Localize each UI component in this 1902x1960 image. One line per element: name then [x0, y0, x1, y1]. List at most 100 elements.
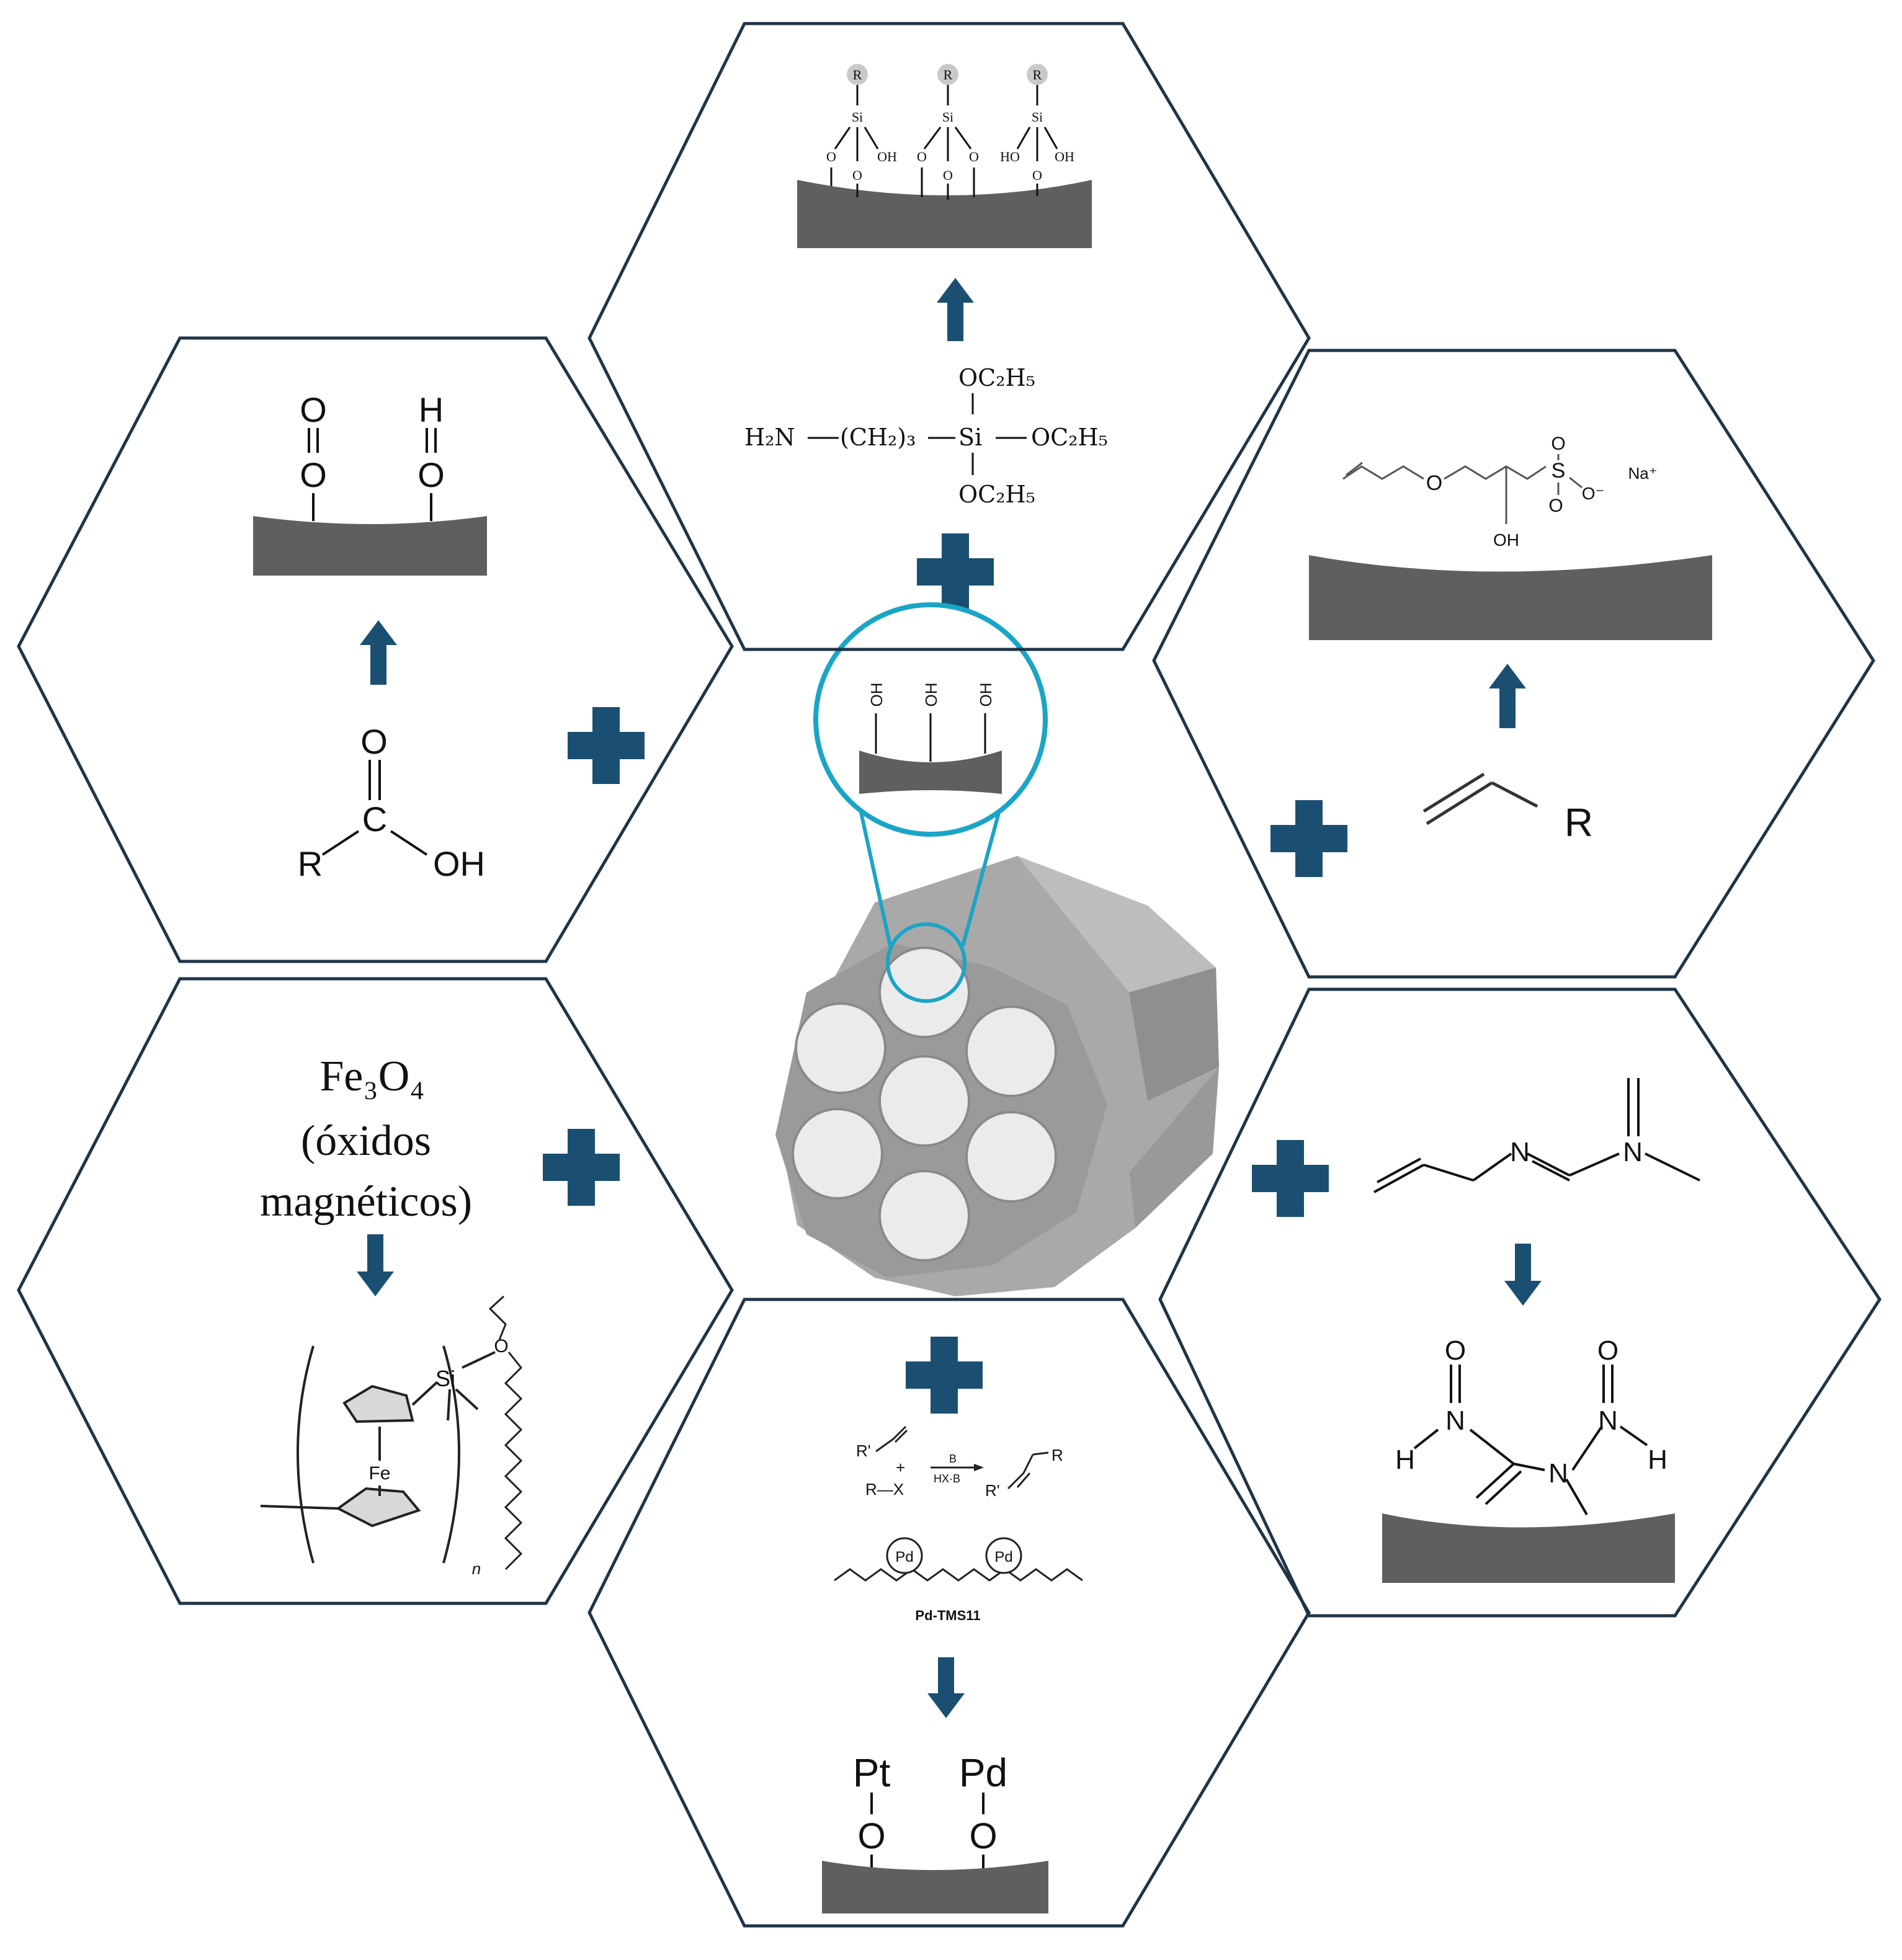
r-prime-product: R' [985, 1481, 1000, 1500]
r-product: R [1051, 1446, 1063, 1464]
silica-surface-bottom [822, 1861, 1048, 1913]
plus-icon [543, 1129, 620, 1206]
pore [965, 1111, 1057, 1203]
allyl-formamidine [1373, 1078, 1700, 1193]
ether-oxygen: O [1426, 471, 1442, 495]
n-atom: N [1510, 1137, 1530, 1167]
magnetic-oxide-label-line1: (óxidos [301, 1117, 431, 1165]
silane-anchor-1: R Si O OH O [826, 64, 897, 183]
fe-atom: Fe [368, 1463, 390, 1484]
pores [792, 947, 1057, 1262]
o-atom: O [1445, 1335, 1466, 1366]
plus-icon [1270, 800, 1347, 877]
o-atom: O [494, 1336, 508, 1356]
ferrocene-polymer [260, 1345, 496, 1564]
oh-label: OH [877, 149, 897, 164]
bottom-right-panel: N N O O N N H H N [1252, 1078, 1700, 1583]
hydroxyl-label: OH [976, 683, 995, 707]
hydroxyl-label: OH [867, 683, 886, 707]
pore [795, 1002, 886, 1094]
arrow-up-icon [937, 278, 974, 341]
hydroxyl-label: OH [922, 683, 940, 707]
ho-label: HO [1000, 149, 1020, 164]
repeat-n: n [472, 1559, 481, 1578]
pore [965, 1005, 1057, 1097]
o-atom: O [857, 1816, 885, 1856]
o-atom: O [1597, 1335, 1618, 1366]
hex-bottom [589, 1299, 1309, 1926]
hydroxyl-group: OH [1493, 530, 1519, 550]
plus-icon [1252, 1140, 1329, 1217]
silica-surface-top-right [1309, 555, 1712, 640]
n-atom: N [1445, 1405, 1465, 1436]
si-label: Si [942, 109, 953, 125]
o-atom: O [360, 722, 388, 761]
amine-group: H₂N [744, 424, 795, 451]
n-atom: N [1623, 1137, 1643, 1167]
pd-site: Pd [994, 1549, 1012, 1566]
si-atom: Si [435, 1366, 455, 1391]
base-label: B [949, 1453, 957, 1465]
byproduct-label: HX·B [934, 1472, 960, 1485]
top-panel: R Si O OH O R Si O O O R Si [744, 64, 1108, 610]
plus-icon [917, 533, 994, 610]
alkyl-chain [504, 1352, 523, 1570]
silica-surface-top [797, 180, 1092, 248]
r-prime-label: R' [856, 1441, 871, 1460]
sulfur-atom: S [1552, 459, 1566, 483]
center-panel: OH OH OH [775, 602, 1219, 1296]
plus-icon [906, 1337, 983, 1414]
o-atom: O [300, 390, 327, 429]
r-label: R [1033, 67, 1042, 82]
o-atom: O [417, 455, 445, 494]
pd-site: Pd [895, 1549, 913, 1566]
pore [878, 947, 970, 1038]
arrow-down-icon [927, 1657, 965, 1718]
pore [792, 1108, 883, 1200]
aryl-halide: R—X [865, 1480, 904, 1499]
oet-bottom: OC₂H₅ [958, 481, 1035, 508]
plus-icon [568, 707, 645, 784]
pt-metal: Pt [853, 1750, 891, 1795]
r-group: R [298, 844, 323, 883]
c-atom: C [362, 800, 387, 839]
hex-bottom-right [1160, 989, 1880, 1616]
o-label: O [917, 149, 927, 164]
r-group: R [1565, 800, 1593, 845]
si-label: Si [852, 109, 863, 125]
product-molecule [1413, 1365, 1648, 1516]
o-label: O [826, 149, 836, 164]
o-label: O [969, 149, 979, 164]
silica-surface-top-left [253, 516, 487, 576]
coupling-reaction: R' + R—X B HX·B R' R [856, 1425, 1063, 1500]
oet-top: OC₂H₅ [958, 364, 1035, 391]
magnifier-ring-small [886, 922, 967, 1003]
o-atom: O [300, 455, 327, 494]
n-atom: N [1598, 1405, 1618, 1436]
silicon-atom: Si [958, 424, 982, 451]
arrow-up-icon [360, 620, 397, 685]
silane-anchor-3: R Si HO OH O [1000, 64, 1074, 183]
pd-tms11 [834, 1537, 1083, 1582]
magnetic-oxide-label-line2: magnéticos) [260, 1178, 472, 1226]
h-atom: H [419, 390, 444, 429]
hex-top-right [1154, 350, 1873, 977]
n-atom: N [1548, 1458, 1568, 1489]
silica-surface-lens [859, 751, 1002, 794]
allyl-sulfonate-molecule [1342, 461, 1547, 524]
o-label: O [1032, 167, 1042, 183]
o-atom: O [969, 1816, 997, 1856]
aptes-formula: OC₂H₅ H₂N (CH₂)₃ Si OC₂H₅ OC₂H₅ [744, 364, 1108, 508]
pore [878, 1170, 970, 1262]
o-label: O [943, 167, 953, 183]
carboxylic-acid: O C R OH [298, 722, 485, 883]
sulfonyl-oxygen: O [1551, 434, 1565, 454]
top-left-panel: O O H O O C R OH [253, 390, 645, 883]
r-label: R [853, 67, 862, 82]
pd-metal: Pd [959, 1750, 1007, 1795]
o-label: O [852, 167, 862, 183]
sulfonate-oxygen: O⁻ [1582, 484, 1605, 503]
catalyst-name: Pd-TMS11 [915, 1608, 980, 1623]
